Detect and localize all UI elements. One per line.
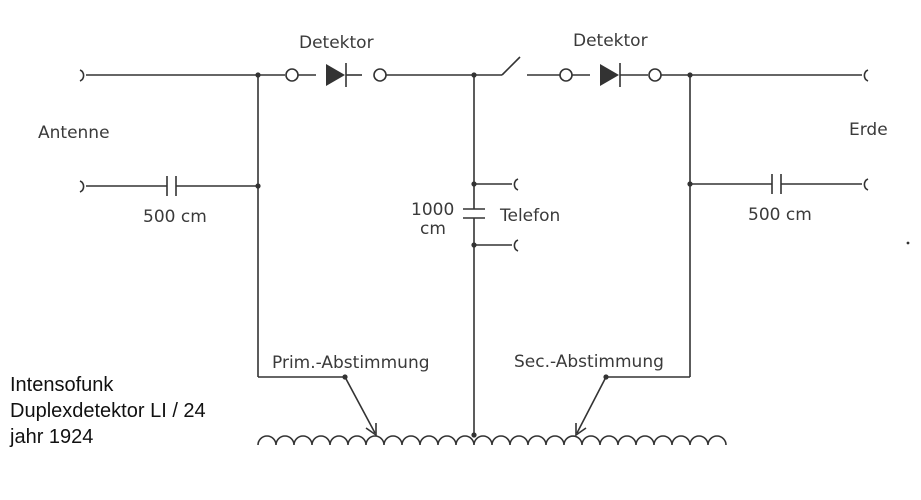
- switch-symbol: [501, 56, 521, 76]
- detector-right-symbol: [559, 63, 662, 87]
- prim-arrow-head: [365, 423, 377, 437]
- capacitor-mid-label-line1: 1000: [411, 200, 454, 220]
- capacitor-mid-symbol: [463, 208, 485, 219]
- caption-block: Intensofunk Duplexdetektor LI / 24 jahr …: [10, 372, 206, 450]
- capacitor-right-symbol: [771, 174, 782, 194]
- detector-left-label: Detektor: [299, 33, 374, 53]
- caption-line-1: Intensofunk: [10, 374, 114, 396]
- capacitor-right-label: 500 cm: [748, 205, 812, 225]
- junction-dots: [255, 72, 910, 438]
- capacitor-mid-label-line2: cm: [420, 219, 446, 239]
- sec-tuning-label: Sec.-Abstimmung: [514, 352, 664, 372]
- detector-right-label: Detektor: [573, 31, 648, 51]
- capacitor-left-symbol: [166, 176, 177, 196]
- prim-tuning-label: Prim.-Abstimmung: [272, 353, 430, 373]
- tuning-coil: [257, 435, 727, 446]
- detector-left-symbol: [285, 63, 387, 87]
- capacitor-left-label: 500 cm: [143, 207, 207, 227]
- caption-line-2: Duplexdetektor LI / 24: [10, 400, 206, 422]
- terminal-clips: [79, 69, 869, 252]
- caption-line-3: jahr 1924: [10, 426, 94, 448]
- wires: [86, 74, 862, 435]
- sec-arrow-head: [575, 423, 587, 437]
- antenne-label: Antenne: [38, 123, 110, 143]
- telefon-label: Telefon: [499, 206, 560, 226]
- erde-label: Erde: [849, 120, 888, 140]
